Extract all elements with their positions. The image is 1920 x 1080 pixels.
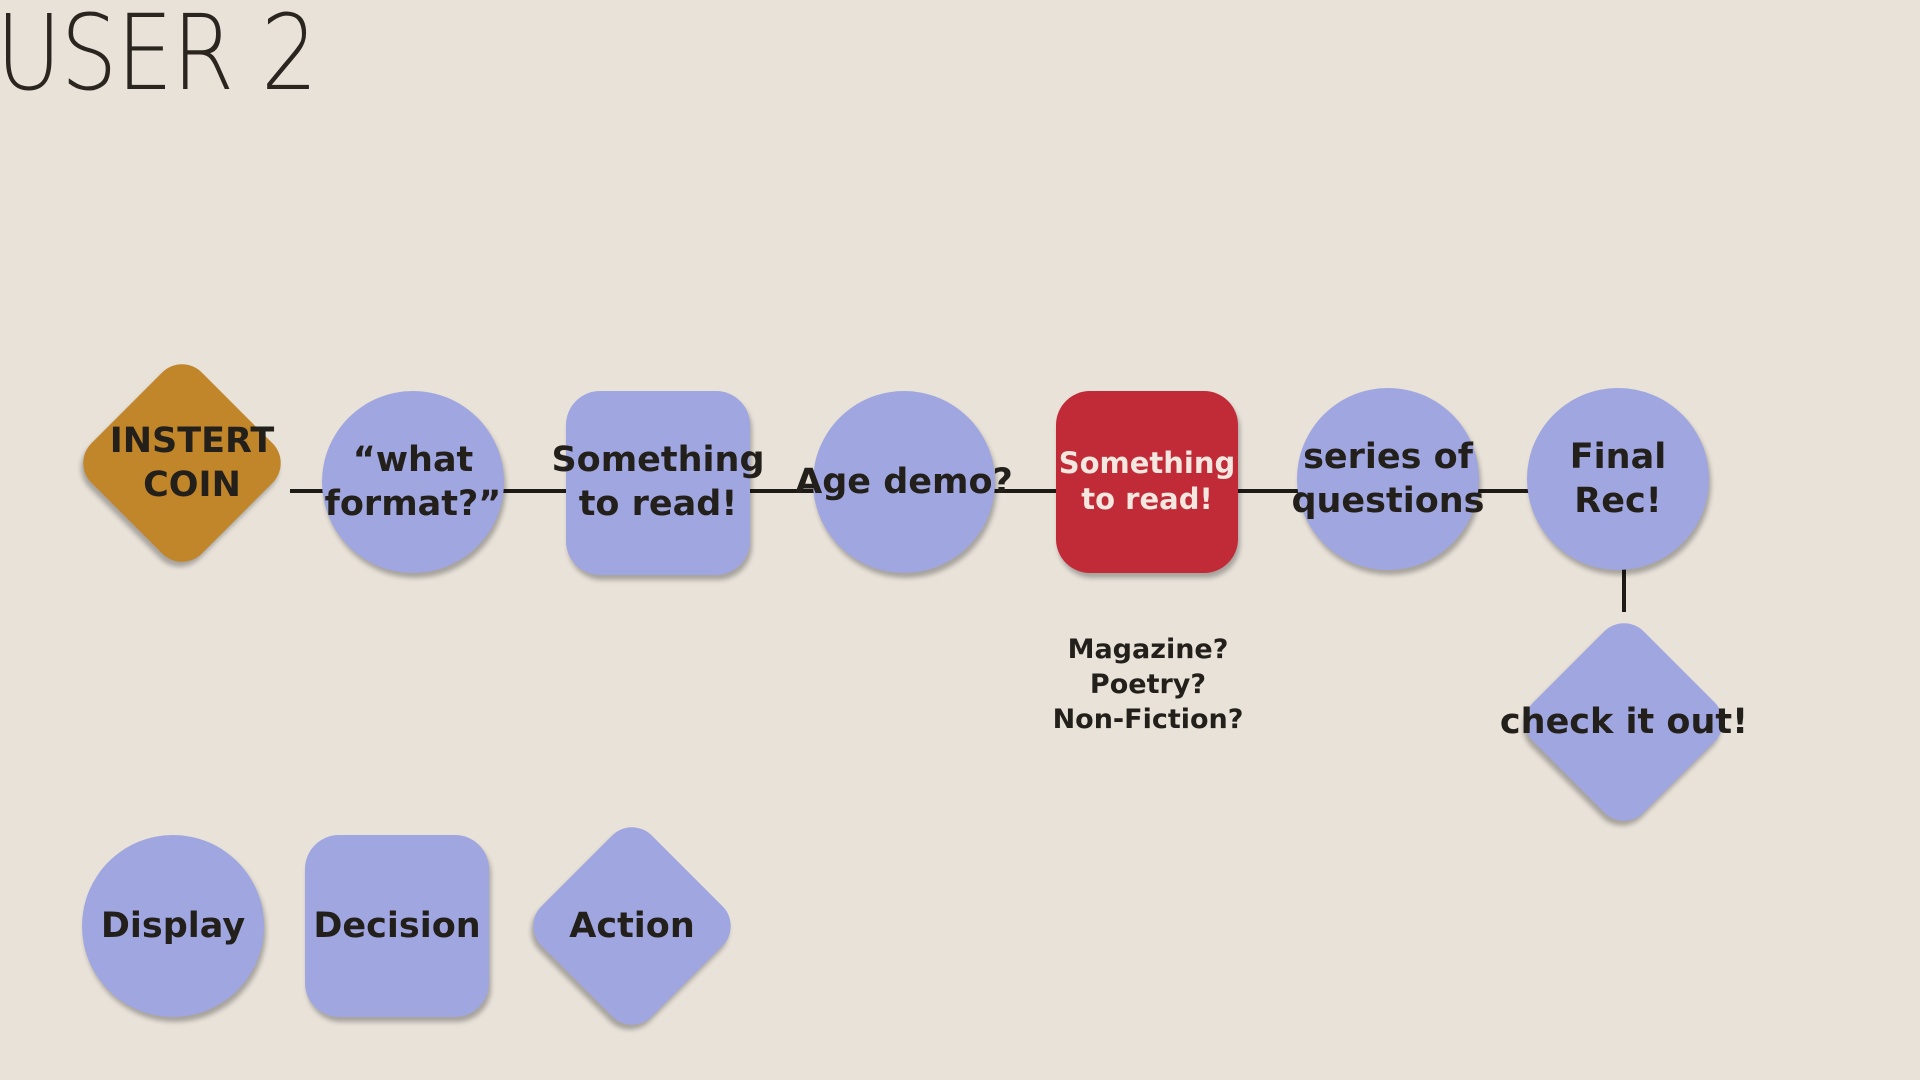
legend-decision-node <box>305 835 489 1017</box>
format-options-note: Magazine? Poetry? Non-Fiction? <box>1052 634 1244 735</box>
something-to-read-highlight-decision-node <box>1056 391 1238 573</box>
something-to-read-decision-node <box>566 391 750 575</box>
legend-display-node <box>82 835 264 1017</box>
series-of-questions-display-node <box>1297 388 1479 570</box>
page-title: USER 2 <box>0 0 318 114</box>
final-rec-display-node <box>1527 388 1709 570</box>
age-demo-display-node <box>813 391 995 573</box>
what-format-display-node <box>322 391 504 573</box>
